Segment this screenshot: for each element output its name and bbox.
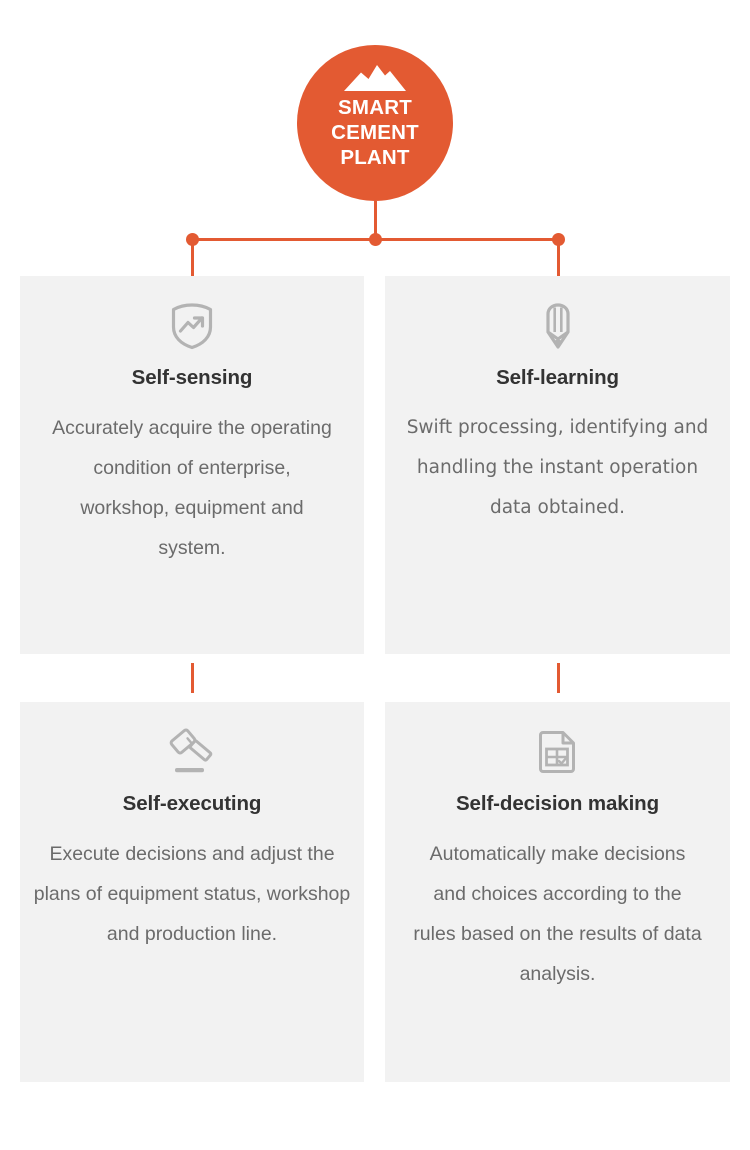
card-self-executing[interactable]: Self-executing Execute decisions and adj… bbox=[20, 702, 364, 1082]
document-table-check-icon bbox=[538, 731, 575, 773]
card-body-self-decision-making: Automatically make decisions and choices… bbox=[413, 843, 702, 985]
hub-title-line-1: SMART bbox=[338, 96, 412, 119]
hub-title: SMART CEMENT PLANT bbox=[331, 95, 419, 170]
gavel-icon bbox=[169, 728, 213, 773]
mountain-icon bbox=[344, 65, 406, 91]
connector-between-rows-left bbox=[190, 663, 194, 693]
hub-node-smart-cement-plant[interactable]: SMART CEMENT PLANT bbox=[297, 45, 453, 201]
hub-title-line-2: CEMENT bbox=[331, 121, 419, 144]
card-title-self-decision-making: Self-decision making bbox=[455, 792, 660, 815]
connector-dot-center bbox=[368, 233, 382, 246]
card-body-self-learning: Swift processing, identifying and handli… bbox=[406, 417, 709, 518]
card-title-self-learning: Self-learning bbox=[496, 366, 619, 389]
card-self-sensing[interactable]: Self-sensing Accurately acquire the oper… bbox=[20, 276, 364, 654]
card-title-self-executing: Self-executing bbox=[122, 792, 262, 815]
connector-hub-stem bbox=[373, 201, 377, 238]
connector-between-rows-right bbox=[556, 663, 560, 693]
card-title-self-sensing: Self-sensing bbox=[131, 366, 253, 389]
pencil-icon bbox=[545, 303, 570, 349]
shield-trend-icon bbox=[171, 303, 213, 350]
card-self-learning[interactable]: Self-learning Swift processing, identify… bbox=[385, 276, 730, 654]
connector-drop-left bbox=[190, 240, 194, 276]
card-body-self-sensing: Accurately acquire the operating conditi… bbox=[52, 417, 332, 559]
connector-dot-left bbox=[185, 233, 199, 246]
card-self-decision-making[interactable]: Self-decision making Automatically make … bbox=[385, 702, 730, 1082]
connector-bus-right bbox=[375, 238, 558, 241]
connector-drop-right bbox=[556, 240, 560, 276]
connector-bus-left bbox=[192, 238, 375, 241]
hub-title-line-3: PLANT bbox=[340, 146, 410, 169]
card-body-self-executing: Execute decisions and adjust the plans o… bbox=[33, 843, 351, 945]
connector-dot-right bbox=[551, 233, 565, 246]
